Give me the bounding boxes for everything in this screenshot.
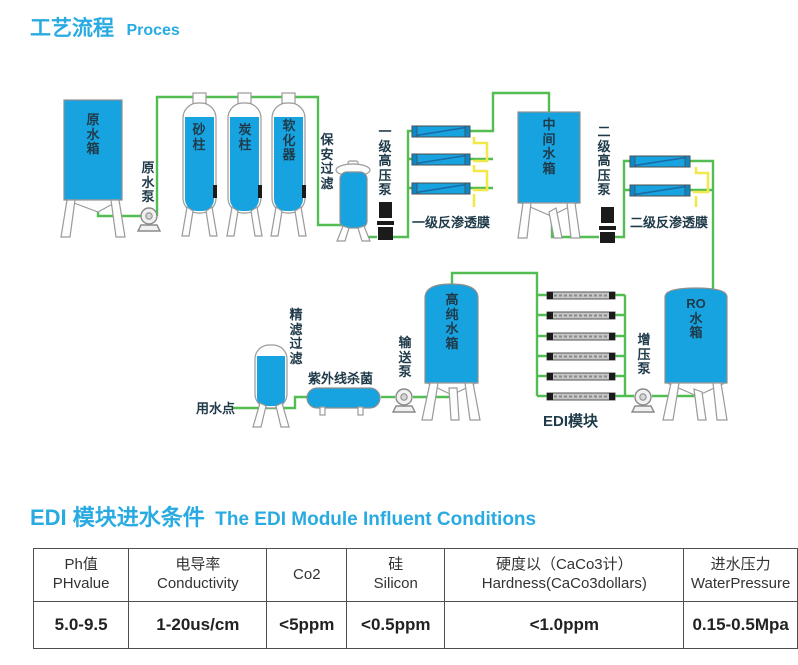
process-flow-diagram: 原 水 箱 原 水 泵 砂 柱 炭 柱 软 化 器 保 安 过 滤 一 级 高 … xyxy=(0,55,798,485)
process-flow-title-en: Proces xyxy=(126,22,180,39)
softener-column xyxy=(270,92,307,237)
ro-tank xyxy=(662,287,728,421)
booster-pump-icon xyxy=(630,388,656,413)
security-filter-vessel xyxy=(335,160,371,242)
label-fine-filter: 精 滤 过 滤 xyxy=(289,307,303,366)
stage1-hp-pump-icon xyxy=(377,202,394,240)
stage2-ro-membranes xyxy=(629,155,691,197)
label-security-filter: 保 安 过 滤 xyxy=(320,132,334,191)
fine-filter-vessel xyxy=(252,344,290,428)
label-raw-water-pump: 原 水 泵 xyxy=(141,160,155,205)
label-softener: 软 化 器 xyxy=(282,118,296,163)
edi-conditions-title: EDI 模块进水条件 The EDI Module Influent Condi… xyxy=(30,500,536,532)
raw-water-tank xyxy=(60,99,126,238)
sand-column xyxy=(181,92,218,237)
label-raw-water-tank: 原 水 箱 xyxy=(86,112,100,157)
label-water-use-point: 用水点 xyxy=(196,401,236,416)
label-pure-water-tank: 高 纯 水 箱 xyxy=(445,292,459,351)
label-sand-column: 砂 柱 xyxy=(192,122,206,152)
value-silicon: <0.5ppm xyxy=(346,601,446,649)
value-ph: 5.0-9.5 xyxy=(32,601,130,649)
pipes-yellow-concentrate xyxy=(472,137,710,207)
label-transfer-pump: 输 送 泵 xyxy=(398,335,412,380)
label-stage2-hp-pump: 二 级 高 压 泵 xyxy=(597,124,611,198)
raw-water-pump-icon xyxy=(136,207,162,232)
label-uv-sterilizer: 紫外线杀菌 xyxy=(308,371,374,386)
label-intermediate-tank: 中 间 水 箱 xyxy=(542,117,556,176)
process-flow-title-cn: 工艺流程 xyxy=(30,17,114,40)
intermediate-tank xyxy=(517,111,581,239)
label-stage1-hp-pump: 一 级 高 压 泵 xyxy=(378,124,392,198)
label-stage2-ro-membrane: 二级反渗透膜 xyxy=(630,215,709,230)
edi-module-stack xyxy=(546,291,616,401)
carbon-column xyxy=(226,92,263,237)
table-value-row: 5.0-9.5 1-20us/cm <5ppm <0.5ppm <1.0ppm … xyxy=(32,601,798,649)
value-hardness: <1.0ppm xyxy=(444,601,685,649)
transfer-pump-icon xyxy=(391,388,417,413)
uv-sterilizer-vessel xyxy=(306,387,381,416)
value-co2: <5ppm xyxy=(266,601,348,649)
value-pressure: 0.15-0.5Mpa xyxy=(683,601,798,649)
pure-water-tank xyxy=(421,283,481,421)
edi-conditions-title-cn: EDI 模块进水条件 xyxy=(30,505,205,530)
label-carbon-column: 炭 柱 xyxy=(238,122,252,152)
edi-conditions-title-en: The EDI Module Influent Conditions xyxy=(215,509,537,530)
process-flow-canvas xyxy=(60,91,728,428)
stage1-ro-membranes xyxy=(411,125,471,195)
header-co2: Co2 xyxy=(266,548,348,602)
label-ro-tank: RO 水 箱 xyxy=(686,296,706,341)
stage2-hp-pump-icon xyxy=(599,207,616,243)
label-edi-module: EDI模块 xyxy=(543,413,599,430)
label-booster-pump: 增 压 泵 xyxy=(637,332,651,377)
process-flow-title: 工艺流程 Proces xyxy=(30,12,180,42)
header-hardness: 硬度以（CaCo3计）Hardness(CaCo3dollars) xyxy=(444,548,685,602)
value-conductivity: 1-20us/cm xyxy=(128,601,268,649)
label-stage1-ro-membrane: 一级反渗透膜 xyxy=(412,215,491,230)
